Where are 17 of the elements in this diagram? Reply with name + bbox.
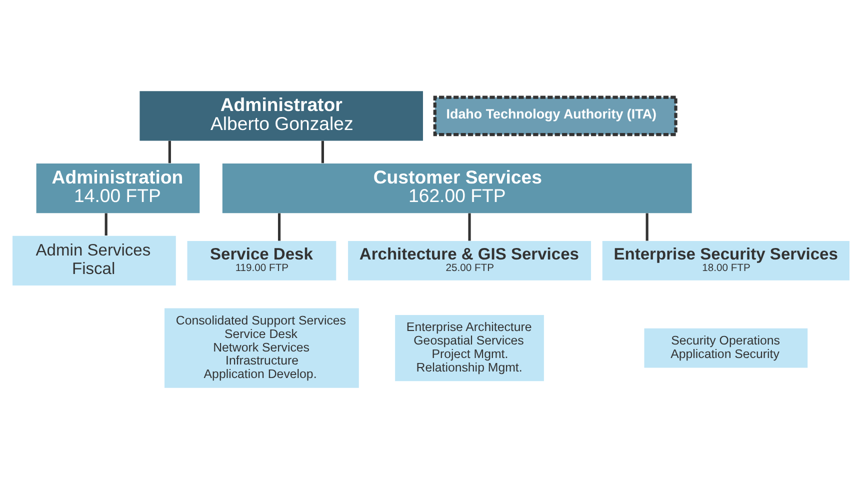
node-box: Idaho Technology Authority (ITA) [433,96,678,136]
connector [168,140,171,164]
node-box: Enterprise Architecture Geospatial Services Project Mgmt. Relationship Mgmt. [395,314,544,382]
node-box: Administration 14.00 FTP [36,164,200,214]
node-box: Architecture & GIS Services 25.00 FTP [348,241,591,280]
node-box: Consolidated Support Services Service Desk Network Services Infrastructure Application Develop. [164,308,359,388]
node-box: Security Operations Application Security [644,328,808,368]
node-box: Admin Services Fiscal [12,236,176,286]
node-box: Customer Services 162.00 FTP [222,164,692,214]
connector [321,140,324,164]
connector [278,213,281,241]
connector [104,213,108,236]
node-box: Administrator Alberto Gonzalez [140,91,423,141]
connector [646,213,648,241]
node-box: Service Desk 119.00 FTP [187,241,336,280]
node-box: Enterprise Security Services 18.00 FTP [602,241,850,280]
connector [468,213,471,241]
